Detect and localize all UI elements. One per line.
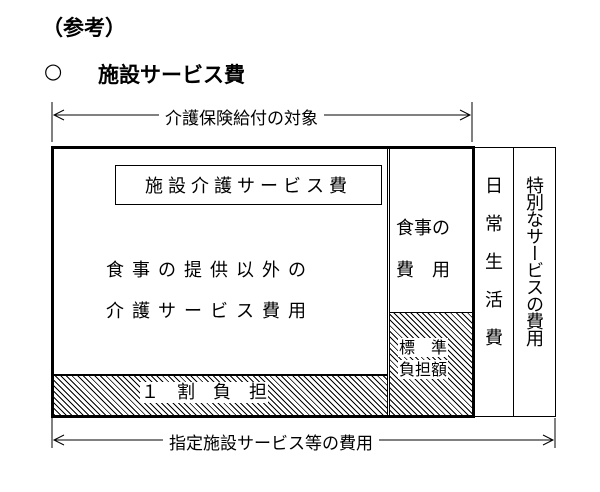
standard-line2: 負担額 <box>398 360 449 379</box>
meal-cost-line1: 食事の <box>396 218 450 239</box>
circle-bullet: ○ <box>44 59 63 83</box>
standard-line1: 標 準 <box>398 338 449 357</box>
special-cost-label: 特別なサービスの費用 <box>523 176 544 346</box>
section-title: 施設サービス費 <box>98 63 245 87</box>
benefit-scope-frame <box>51 146 475 418</box>
special-cost-column <box>513 147 556 417</box>
meal-cost-line2: 費 用 <box>396 260 450 281</box>
daily-living-label: 日常生活費 <box>482 176 503 366</box>
main-text-line2: 介護サービス費用 <box>106 301 314 322</box>
meal-divider <box>387 149 388 415</box>
service-fee-title: 施設介護サービス費 <box>145 176 352 197</box>
designated-cost-label: 指定施設サービス等の費用 <box>163 429 379 454</box>
one-share-label: １ 割 負 担 <box>140 382 268 403</box>
reference-heading: （参考） <box>42 16 126 40</box>
benefit-scope-label: 介護保険給付の対象 <box>159 104 324 129</box>
main-text-line1: 食事の提供以外の <box>106 260 314 281</box>
service-fee-box: 施設介護サービス費 <box>115 165 382 205</box>
